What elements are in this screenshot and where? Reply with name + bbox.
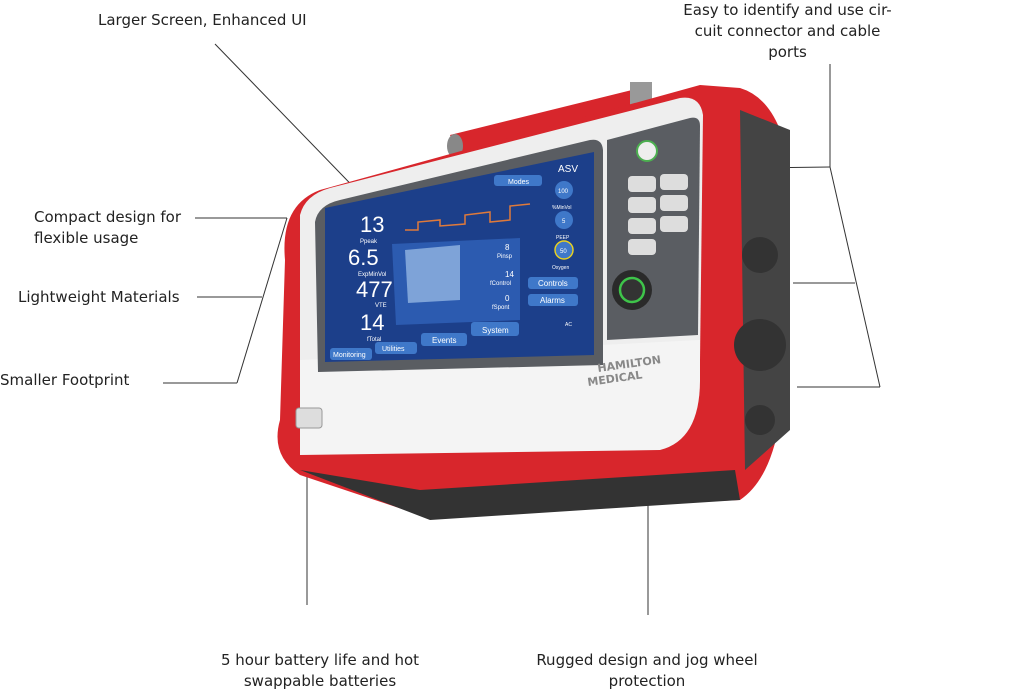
tab-system[interactable] bbox=[471, 322, 519, 336]
key[interactable] bbox=[628, 176, 656, 192]
vte-value: 477 bbox=[356, 277, 393, 302]
callout-line: cuit connector and cable bbox=[694, 22, 881, 40]
expminvol-label: ExpMinVol bbox=[358, 272, 386, 278]
battery-latch[interactable] bbox=[295, 407, 323, 429]
ftotal-label: fTotal bbox=[367, 337, 381, 343]
modes-button[interactable] bbox=[494, 175, 542, 186]
oxygen-control[interactable] bbox=[554, 240, 574, 260]
key[interactable] bbox=[660, 195, 688, 211]
tab-monitoring[interactable] bbox=[330, 348, 372, 360]
fcontrol-value: 14 bbox=[505, 270, 514, 279]
svg-text:PEEP: PEEP bbox=[556, 235, 570, 241]
callout-connectors: Easy to identify and use cir- cuit conne… bbox=[670, 0, 905, 63]
callout-battery: 5 hour battery life and hot swappable ba… bbox=[200, 650, 440, 692]
alarms-button[interactable] bbox=[528, 294, 578, 306]
vte-label: VTE bbox=[375, 303, 387, 309]
fspont-label: fSpont bbox=[492, 305, 510, 311]
callout-screen: Larger Screen, Enhanced UI bbox=[98, 11, 307, 29]
callout-compact: Compact design for flexible usage bbox=[34, 207, 181, 249]
key[interactable] bbox=[660, 174, 688, 190]
callout-line: ports bbox=[768, 43, 807, 61]
svg-text:100: 100 bbox=[558, 189, 569, 195]
svg-text:Monitoring: Monitoring bbox=[333, 352, 366, 359]
ftotal-value: 14 bbox=[360, 310, 384, 335]
screen: 13 Ppeak 6.5 ExpMinVol 477 VTE 14 fTotal… bbox=[325, 152, 594, 362]
svg-text:Events: Events bbox=[432, 336, 456, 345]
mode-label: ASV bbox=[558, 164, 578, 175]
svg-text:System: System bbox=[482, 326, 509, 335]
fcontrol-label: fControl bbox=[490, 281, 511, 287]
callout-line: Easy to identify and use cir- bbox=[683, 1, 892, 19]
svg-text:50: 50 bbox=[560, 249, 567, 255]
pinsp-label: Pinsp bbox=[497, 254, 513, 260]
key[interactable] bbox=[628, 218, 656, 234]
power-status: AC bbox=[565, 322, 572, 328]
callout-line: flexible usage bbox=[34, 229, 139, 247]
peep-control[interactable] bbox=[555, 211, 573, 229]
callout-line: Compact design for bbox=[34, 208, 182, 226]
callout-footprint: Smaller Footprint bbox=[0, 371, 130, 389]
controls-button[interactable] bbox=[528, 277, 578, 289]
ppeak-label: Ppeak bbox=[360, 239, 378, 245]
svg-text:Modes: Modes bbox=[508, 179, 530, 186]
svg-text:Alarms: Alarms bbox=[540, 296, 565, 305]
svg-text:5: 5 bbox=[562, 219, 566, 225]
alarm-silence-key[interactable] bbox=[628, 239, 656, 255]
ppeak-value: 13 bbox=[360, 212, 384, 237]
callout-rugged: Rugged design and jog wheel protection bbox=[522, 650, 772, 692]
callout-lightweight: Lightweight Materials bbox=[18, 288, 180, 306]
callout-line: swappable batteries bbox=[243, 672, 397, 690]
key[interactable] bbox=[660, 216, 688, 232]
key[interactable] bbox=[628, 197, 656, 213]
svg-text:Controls: Controls bbox=[538, 279, 568, 288]
power-button[interactable] bbox=[636, 140, 658, 162]
svg-text:Utilities: Utilities bbox=[382, 346, 405, 353]
tab-utilities[interactable] bbox=[375, 342, 417, 354]
keypad bbox=[612, 140, 688, 310]
svg-text:Oxygen: Oxygen bbox=[552, 265, 569, 271]
fspont-value: 0 bbox=[505, 294, 510, 303]
expminvol-value: 6.5 bbox=[348, 245, 379, 270]
svg-text:%MinVol: %MinVol bbox=[552, 205, 571, 211]
pinsp-value: 8 bbox=[505, 243, 510, 252]
callout-line: 5 hour battery life and hot bbox=[220, 651, 420, 669]
callout-line: protection bbox=[608, 672, 686, 690]
callout-line: Rugged design and jog wheel bbox=[536, 651, 758, 669]
minvol-control[interactable] bbox=[555, 181, 573, 199]
tab-events[interactable] bbox=[421, 333, 467, 346]
